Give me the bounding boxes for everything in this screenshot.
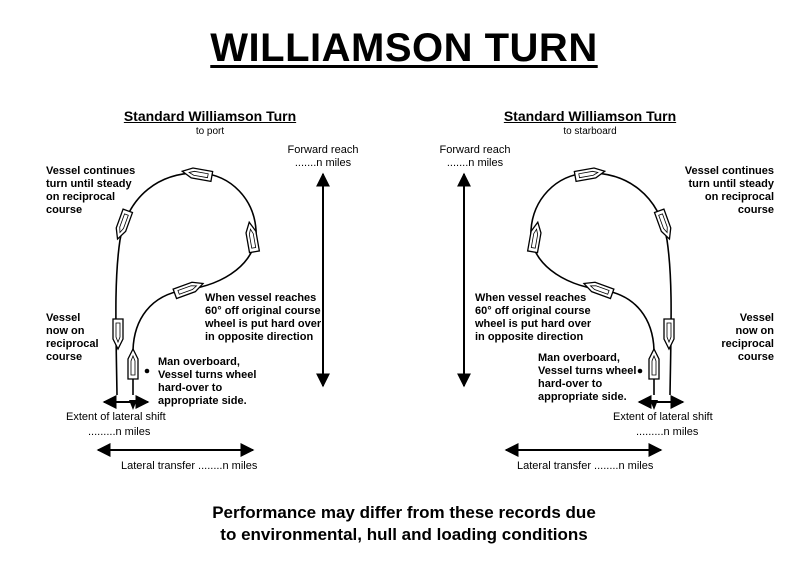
left-lateral-transfer: Lateral transfer ........n miles [121,460,258,472]
right-sixty-note: When vessel reaches 60° off original cou… [475,292,592,343]
right-ship-60deg-icon [581,278,615,300]
left-subheading: to port [195,126,225,137]
right-ship-top-icon [573,165,607,183]
right-lateral-shift-label: Extent of lateral shift [613,411,713,423]
right-reciprocal-note: Vessel now on reciprocal course [721,312,774,363]
left-ship-mob-icon [127,348,139,380]
left-turn-diagram [96,165,330,457]
right-ship-mob-icon [648,348,660,380]
right-forward-reach-label: Forward reach [439,144,511,156]
left-ship-reciprocal-icon [112,318,124,350]
left-heading: Standard Williamson Turn [123,108,297,124]
right-ship-reciprocal-icon [663,318,675,350]
right-mob-dot [637,368,643,374]
left-lateral-shift-label: Extent of lateral shift [66,411,166,423]
right-ship-upper-icon [653,208,675,242]
page-title: WILLIAMSON TURN [210,26,598,70]
right-ship-right-icon [526,220,544,254]
right-lateral-transfer: Lateral transfer ........n miles [517,460,654,472]
right-turn-diagram [457,165,685,457]
left-continue-note: Vessel continues turn until steady on re… [46,165,136,216]
right-lateral-shift-value: .........n miles [636,426,699,438]
left-ship-60deg-icon [172,278,206,300]
left-ship-top-icon [180,165,214,183]
right-forward-reach-value: .......n miles [446,157,504,169]
left-ship-right-icon [243,220,261,254]
right-continue-note: Vessel continues turn until steady on re… [684,165,774,216]
left-lateral-shift-value: .........n miles [88,426,151,438]
left-sixty-note: When vessel reaches 60° off original cou… [205,292,322,343]
left-ship-upper-left-icon [112,208,134,242]
right-mob-note: Man overboard, Vessel turns wheel hard-o… [538,352,637,403]
left-forward-reach-label: Forward reach [287,144,359,156]
right-heading: Standard Williamson Turn [503,108,677,124]
left-mob-dot [144,368,150,374]
footer-note: Performance may differ from these record… [212,503,596,544]
right-subheading: to starboard [563,126,617,137]
left-reciprocal-note: Vessel now on reciprocal course [46,312,99,363]
left-mob-note: Man overboard, Vessel turns wheel hard-o… [158,356,257,407]
left-forward-reach-value: .......n miles [294,157,352,169]
